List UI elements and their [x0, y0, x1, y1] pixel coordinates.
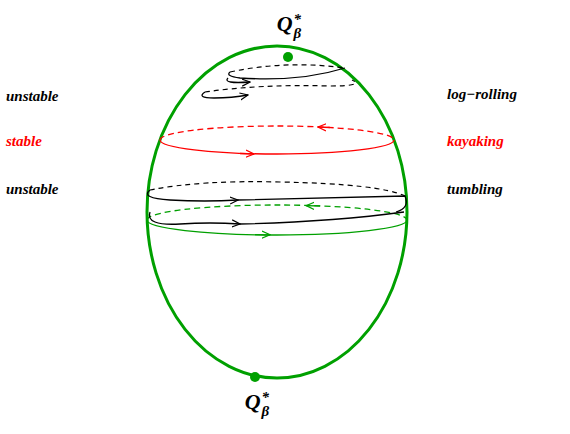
orbit-front	[229, 68, 345, 79]
fixed-point	[250, 372, 260, 382]
orbit-arrow	[318, 126, 330, 128]
stability-label: unstable	[6, 182, 59, 197]
motion-label: kayaking	[447, 134, 504, 149]
orbit-back	[147, 205, 407, 220]
stability-label: stable	[6, 134, 42, 149]
orbit-arrow	[149, 212, 240, 224]
sphere-outline	[147, 46, 407, 378]
orbit-arrow	[227, 78, 250, 83]
stability-label: unstable	[6, 89, 59, 104]
point-label: Q*β	[245, 390, 270, 419]
orbit-arrow	[148, 190, 239, 201]
orbit-arrow	[255, 234, 270, 235]
orbit-front	[238, 196, 406, 212]
fixed-point	[283, 52, 293, 62]
orbit-back	[160, 126, 394, 140]
orbit-front	[202, 92, 248, 98]
point-label: Q*β	[277, 12, 302, 41]
orbit-back	[150, 182, 405, 196]
orbit-front	[240, 212, 404, 224]
orbit-arrow	[240, 153, 254, 155]
orbit-back	[230, 65, 345, 72]
motion-label: log−rolling	[447, 87, 517, 102]
orbit-arrow	[306, 205, 320, 207]
motion-label: tumbling	[447, 182, 503, 197]
orbit-front	[160, 140, 394, 154]
orbit-back	[205, 80, 356, 92]
